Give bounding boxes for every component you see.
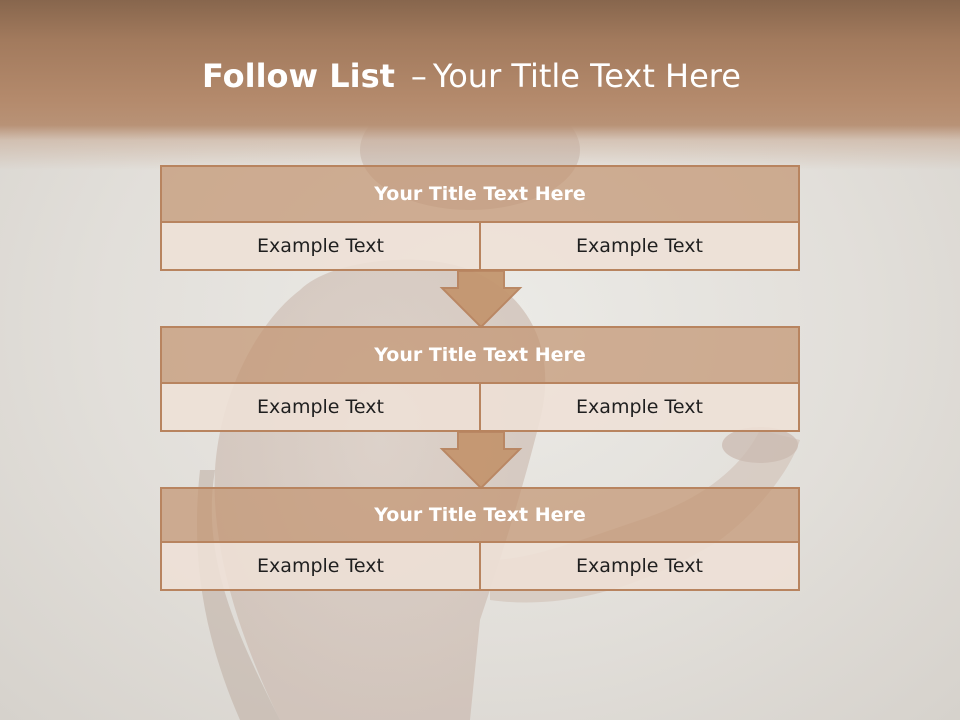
block-cell-right: Example Text (481, 541, 800, 591)
block-row: Example Text Example Text (160, 382, 800, 432)
down-arrow-icon (439, 270, 523, 329)
block-title: Your Title Text Here (160, 165, 800, 223)
block-row: Example Text Example Text (160, 541, 800, 591)
block-title: Your Title Text Here (160, 487, 800, 543)
block-cell-left: Example Text (160, 382, 481, 432)
block-cell-left: Example Text (160, 541, 481, 591)
block-cell-right: Example Text (481, 382, 800, 432)
slide-title-bold: Follow List (202, 57, 395, 95)
block-row: Example Text Example Text (160, 221, 800, 271)
block-cell-right: Example Text (481, 221, 800, 271)
block-title: Your Title Text Here (160, 326, 800, 384)
block-cell-left: Example Text (160, 221, 481, 271)
slide-title: Follow List–Your Title Text Here (0, 52, 943, 100)
slide-title-rest: Your Title Text Here (432, 57, 741, 95)
down-arrow-icon (439, 431, 523, 490)
header-band (0, 0, 960, 170)
slide-title-dash: – (410, 57, 427, 95)
